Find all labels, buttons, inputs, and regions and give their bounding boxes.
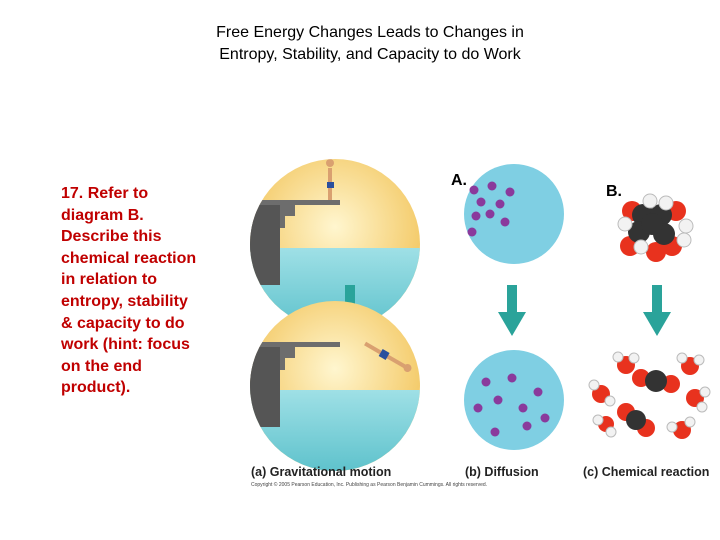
water-molecule	[667, 417, 695, 439]
glucose-molecule	[618, 194, 693, 262]
water-molecule	[589, 380, 615, 406]
co2-molecule	[617, 403, 655, 437]
caption-gravitational-motion: (a) Gravitational motion	[251, 465, 391, 479]
gravitational-scene-after	[250, 300, 420, 472]
copyright-notice: Copyright © 2005 Pearson Education, Inc.…	[251, 481, 487, 488]
diffusion-arrow	[498, 285, 526, 336]
panel-label-a: A.	[451, 172, 467, 190]
water-molecule	[686, 387, 710, 412]
water-molecule	[677, 353, 704, 375]
diffusion-circle-after	[464, 350, 564, 450]
co2-molecule	[632, 369, 680, 393]
caption-chemical-reaction: (c) Chemical reaction	[583, 465, 709, 479]
product-molecules	[589, 352, 710, 439]
caption-diffusion: (b) Diffusion	[465, 465, 539, 479]
water-molecule	[593, 415, 616, 437]
panel-label-b: B.	[606, 183, 622, 201]
water-molecule	[613, 352, 639, 374]
reaction-arrow	[643, 285, 671, 336]
